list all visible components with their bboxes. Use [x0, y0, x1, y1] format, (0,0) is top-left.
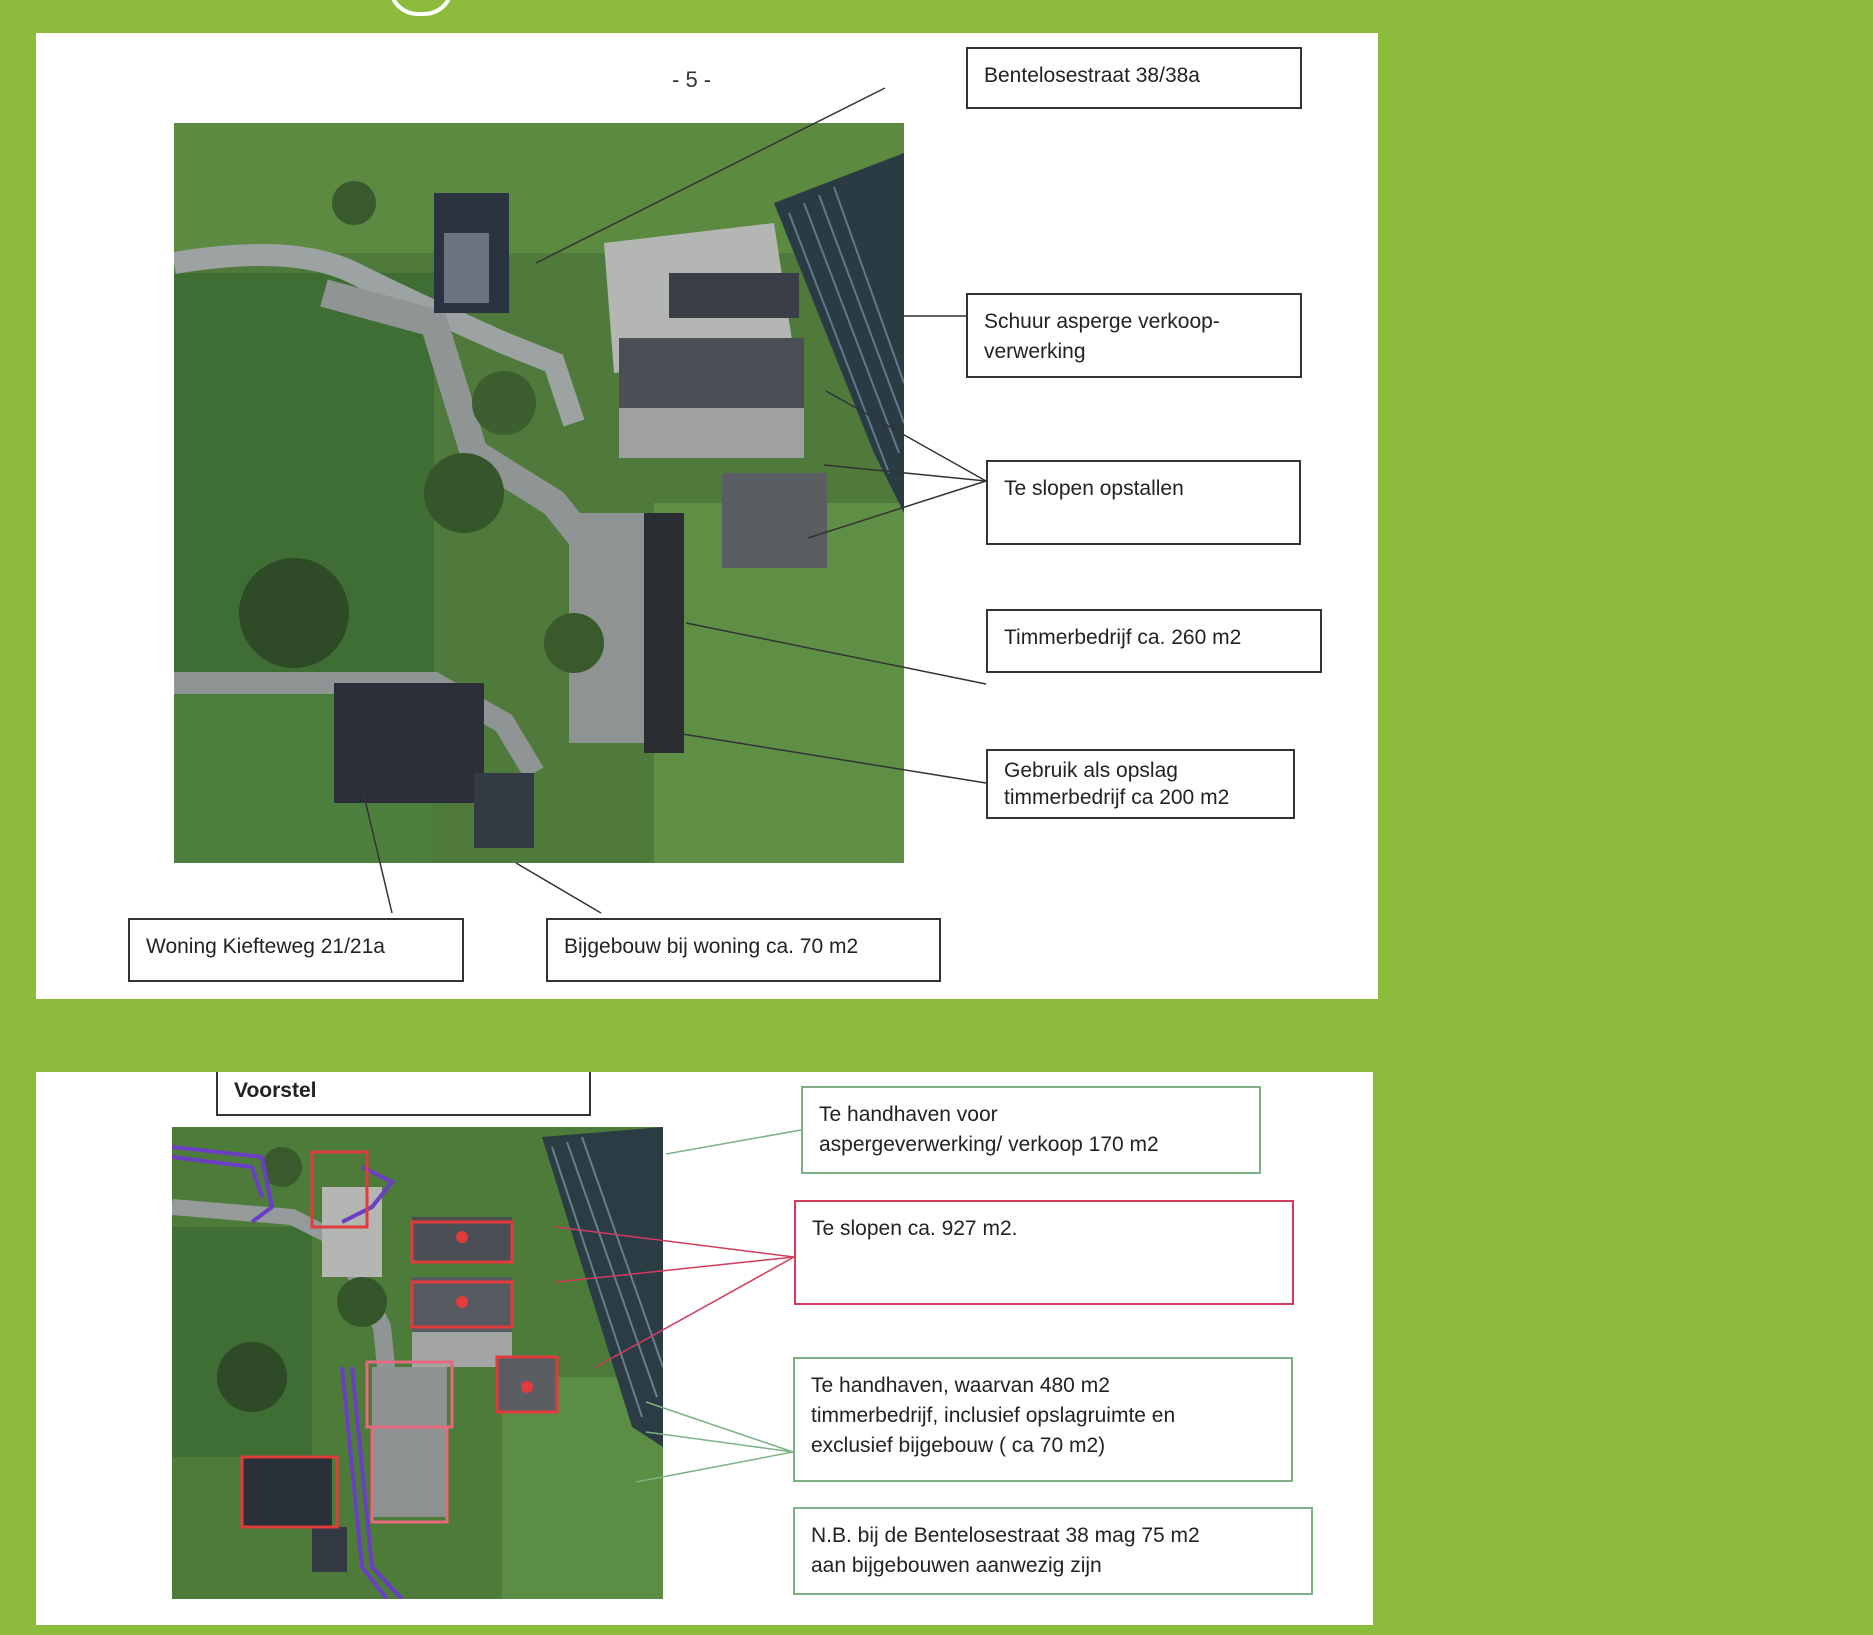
- label-te-slopen-opstallen: Te slopen opstallen: [986, 460, 1301, 545]
- bottom-map-panel: Voorstel Te handhaven voor aspergeverwer…: [36, 1072, 1373, 1625]
- label-woning-kiefteweg: Woning Kiefteweg 21/21a: [128, 918, 464, 982]
- label-bentelosestraat: Bentelosestraat 38/38a: [966, 47, 1302, 109]
- label-gebruik-opslag: Gebruik als opslag timmerbedrijf ca 200 …: [986, 749, 1295, 819]
- label-timmerbedrijf: Timmerbedrijf ca. 260 m2: [986, 609, 1322, 673]
- label-handhaven-timmerbedrijf: Te handhaven, waarvan 480 m2 timmerbedri…: [793, 1357, 1293, 1482]
- label-bijgebouw: Bijgebouw bij woning ca. 70 m2: [546, 918, 941, 982]
- aerial-photo-proposal: [172, 1127, 663, 1599]
- label-voorstel: Voorstel: [216, 1072, 591, 1116]
- top-tab-decoration: [388, 0, 454, 16]
- label-handhaven-asperge: Te handhaven voor aspergeverwerking/ ver…: [801, 1086, 1261, 1174]
- top-map-panel: - 5 -: [36, 33, 1378, 999]
- aerial-photo-current: [174, 123, 904, 863]
- aerial-photo-current-graphic: [174, 123, 904, 863]
- aerial-photo-proposal-graphic: [172, 1127, 663, 1599]
- label-te-slopen-927: Te slopen ca. 927 m2.: [794, 1200, 1294, 1305]
- label-nb-bijgebouwen: N.B. bij de Bentelosestraat 38 mag 75 m2…: [793, 1507, 1313, 1595]
- page-number: - 5 -: [672, 67, 712, 92]
- label-schuur-asperge: Schuur asperge verkoop- verwerking: [966, 293, 1302, 378]
